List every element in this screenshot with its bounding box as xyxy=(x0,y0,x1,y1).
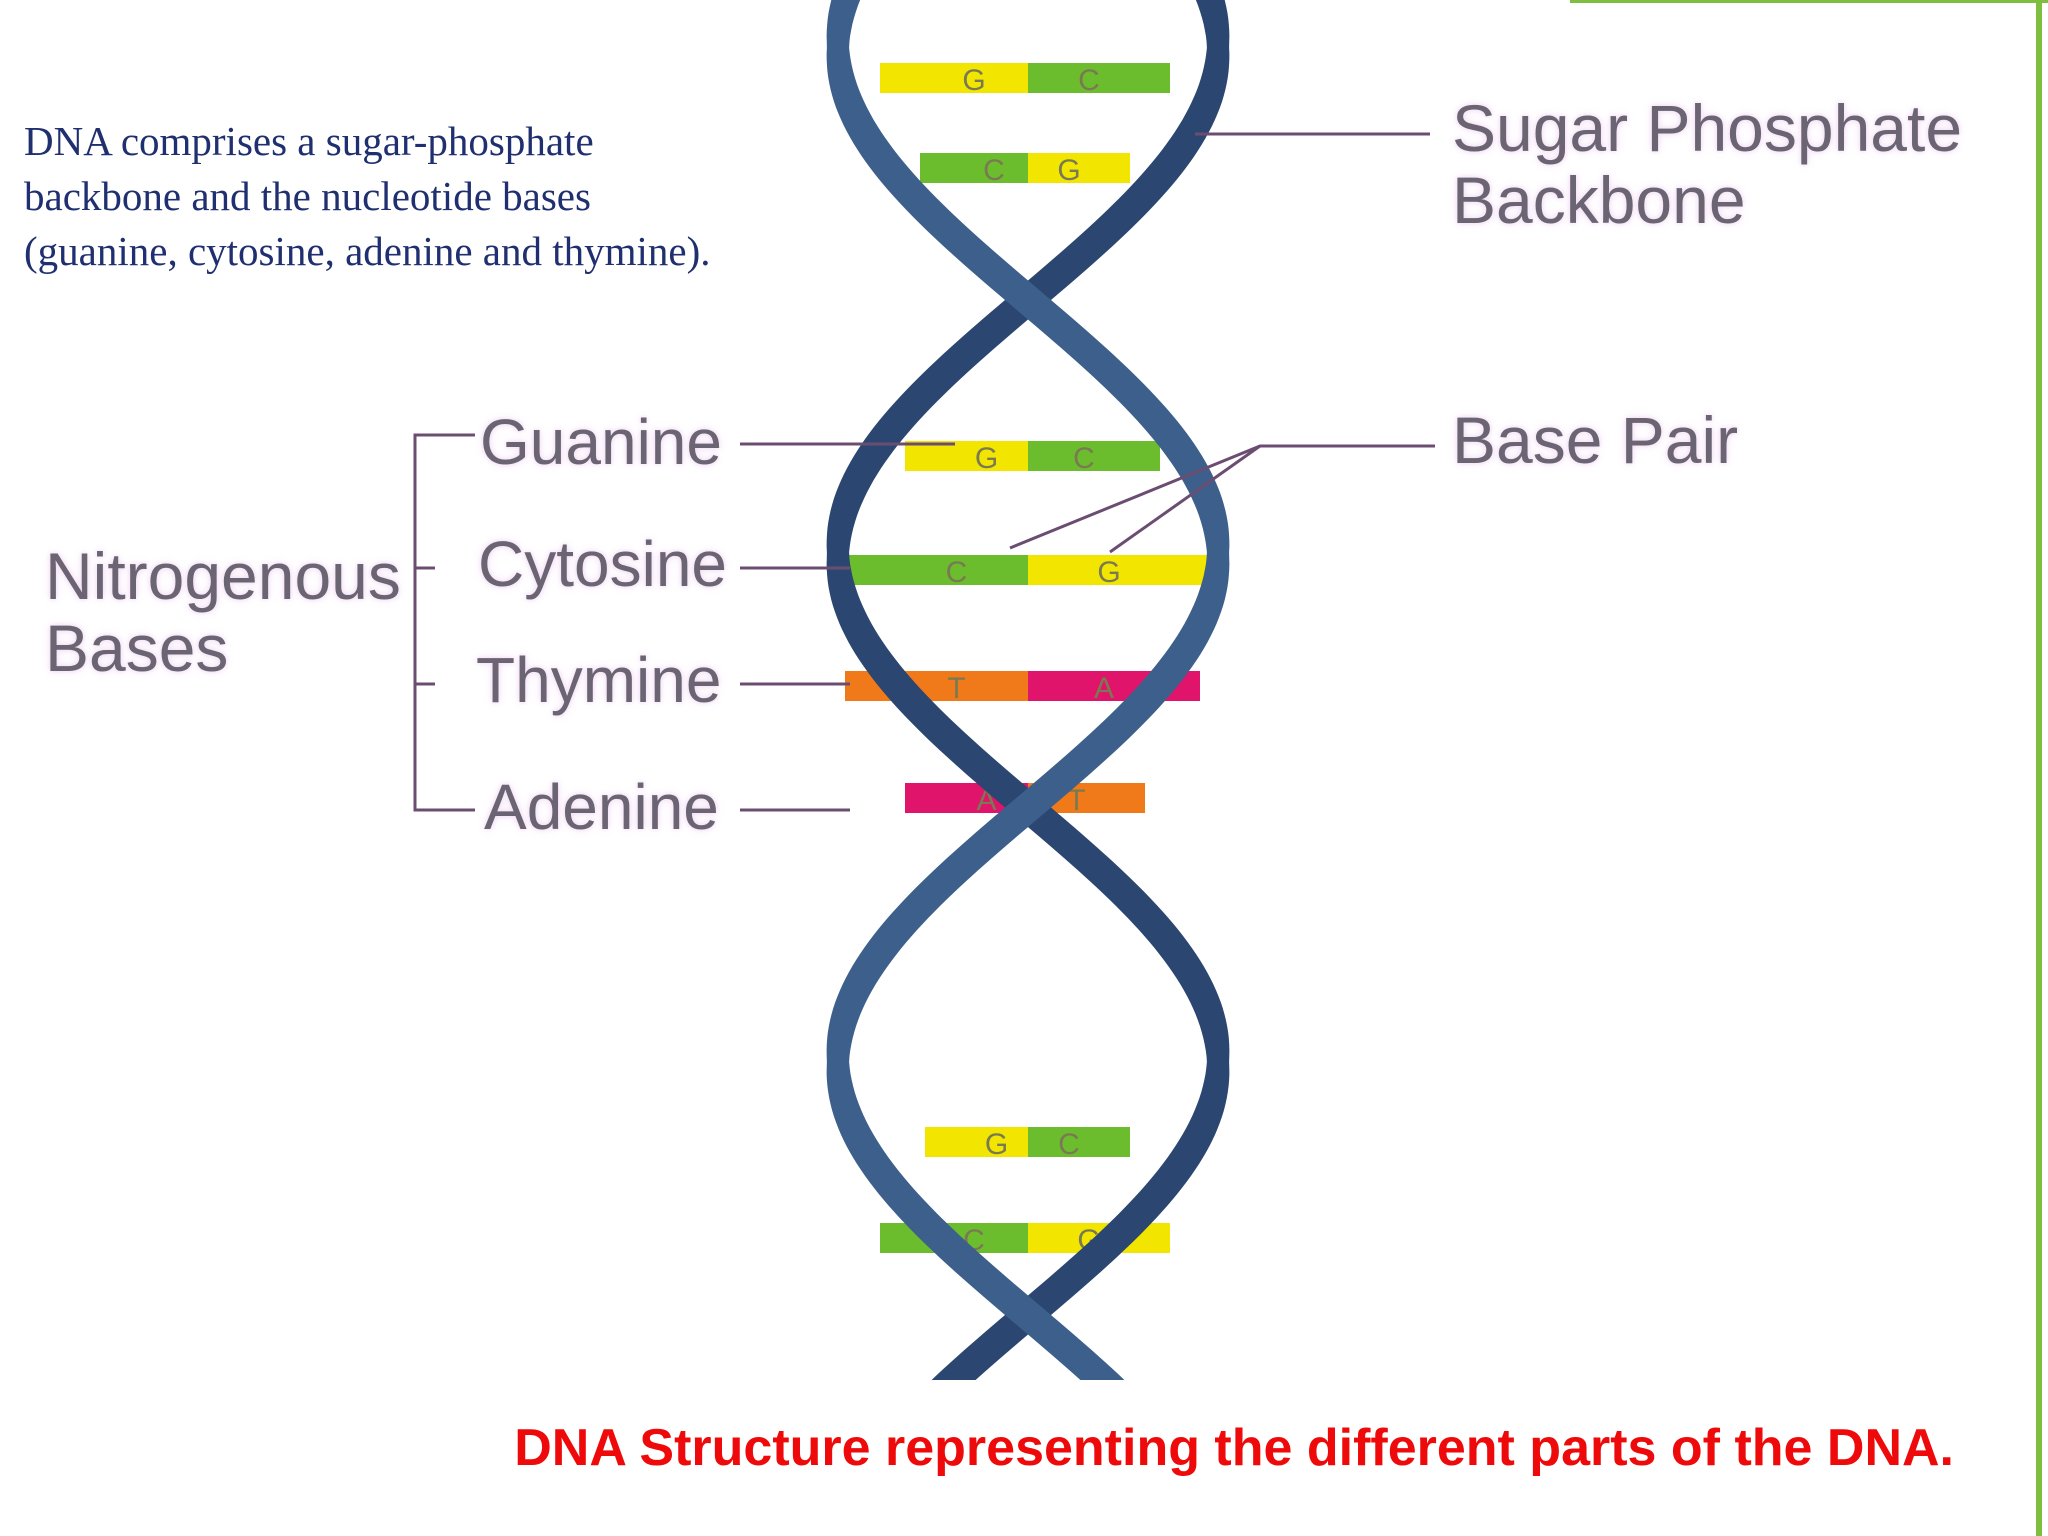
label-adenine: Adenine xyxy=(484,771,719,843)
bracket-nitrogenous-bases xyxy=(413,433,475,812)
base-letter: A xyxy=(1094,672,1114,705)
base-letter: C xyxy=(983,154,1005,187)
leader-base-pair-branch xyxy=(1109,444,1261,554)
backbone-strand-front xyxy=(826,0,1230,1380)
base-letter: C xyxy=(1078,64,1100,97)
label-nitrogenous-line-2: Bases xyxy=(45,611,229,685)
base-pair-2-left xyxy=(920,153,1028,183)
label-sugar-phosphate-line-2: Backbone xyxy=(1452,163,1746,237)
base-pair-3-right xyxy=(1028,441,1160,471)
intro-text: DNA comprises a sugar-phosphate backbone… xyxy=(24,114,824,279)
label-sugar-phosphate-backbone: Sugar Phosphate Backbone xyxy=(1452,92,1962,236)
label-nitrogenous-bases: Nitrogenous Bases xyxy=(45,540,401,684)
base-letter: C xyxy=(946,556,968,589)
sugar-phosphate-strands xyxy=(826,0,1230,1380)
intro-line-1: DNA comprises a sugar-phosphate xyxy=(24,118,594,164)
slide-accent-top xyxy=(1570,0,2048,3)
diagram-caption: DNA Structure representing the different… xyxy=(514,1419,1954,1477)
base-pair-3-left xyxy=(905,441,1028,471)
label-thymine: Thymine xyxy=(476,644,722,716)
intro-line-2: backbone and the nucleotide bases xyxy=(24,173,591,219)
slide-accent-right xyxy=(2036,0,2042,1536)
label-nitrogenous-line-1: Nitrogenous xyxy=(45,539,401,613)
base-pair-4-right xyxy=(1028,555,1210,585)
base-letter: C xyxy=(1073,442,1095,475)
base-pair-1-left xyxy=(880,63,1028,93)
base-letter: G xyxy=(985,1128,1008,1161)
label-sugar-phosphate-line-1: Sugar Phosphate xyxy=(1452,91,1963,165)
base-letter: G xyxy=(1097,556,1120,589)
base-letter: C xyxy=(1058,1128,1080,1161)
base-letter: G xyxy=(975,442,998,475)
label-base-pair: Base Pair xyxy=(1452,403,1739,477)
backbone-strand-back xyxy=(826,0,1230,1380)
label-guanine: Guanine xyxy=(480,406,722,478)
base-letter: T xyxy=(1067,784,1085,817)
base-pair-2-right xyxy=(1028,153,1130,183)
base-letter: T xyxy=(947,672,965,705)
leader-lines xyxy=(413,132,1435,812)
base-pair-1-right xyxy=(1028,63,1170,93)
base-letter: G xyxy=(1057,154,1080,187)
base-pair-7-right xyxy=(1028,1127,1130,1157)
base-pair-7-left xyxy=(925,1127,1028,1157)
intro-line-3: (guanine, cytosine, adenine and thymine)… xyxy=(24,228,711,274)
label-cytosine: Cytosine xyxy=(478,528,727,600)
base-letter: G xyxy=(962,64,985,97)
base-pair-4-left xyxy=(845,555,1028,585)
